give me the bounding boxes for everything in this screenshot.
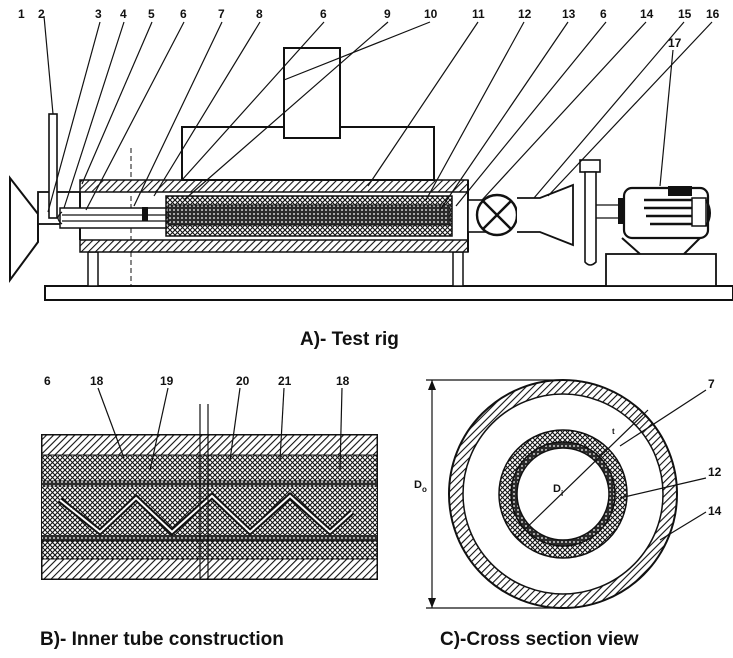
part-number-label: 13 <box>562 7 576 21</box>
detail-top-wall <box>42 481 377 487</box>
part-number-label: 6 <box>320 7 327 21</box>
detail-top-shell <box>41 434 378 456</box>
part-number-label: 9 <box>384 7 391 21</box>
part-number-label: 8 <box>256 7 263 21</box>
motor-coupling <box>618 198 626 224</box>
part-number-label: 6 <box>44 374 51 388</box>
part-number-label: 16 <box>706 7 720 21</box>
part-number-label: 12 <box>518 7 532 21</box>
motor-feet <box>621 237 701 255</box>
detail-top-mesh <box>41 454 378 482</box>
part-number-label: 19 <box>160 374 174 388</box>
part-number-label: 17 <box>668 36 682 50</box>
detail-b-labels: 6 18 19 20 21 18 <box>44 374 350 388</box>
caption-cross-section: C)-Cross section view <box>440 629 639 650</box>
caption-inner-tube: B)- Inner tube construction <box>40 629 284 650</box>
gap-label: t <box>612 427 615 436</box>
part-number-label: 4 <box>120 7 127 21</box>
support-leg-right <box>452 251 464 287</box>
inner-tube-inlet <box>59 207 171 229</box>
chimney <box>283 47 341 139</box>
part-number-label: 3 <box>95 7 102 21</box>
part-number-label: 14 <box>640 7 654 21</box>
part-number-label: 18 <box>336 374 350 388</box>
outer-shell-bottom <box>79 239 469 253</box>
part-number-label: 5 <box>148 7 155 21</box>
diffuser <box>517 183 574 247</box>
inner-tube-detail: 6 18 19 20 21 18 <box>41 374 378 580</box>
detail-bottom-mesh <box>41 540 378 560</box>
inner-diameter-subscript: i <box>561 489 563 498</box>
detail-bottom-shell <box>41 558 378 580</box>
part-number-label: 21 <box>278 374 292 388</box>
part-number-label: 12 <box>708 465 722 479</box>
detail-c-labels: 7 12 14 <box>708 377 722 518</box>
diameter-line <box>515 409 649 539</box>
detail-bottom-wall <box>42 535 377 541</box>
part-number-label: 2 <box>38 7 45 21</box>
part-number-label: 20 <box>236 374 250 388</box>
cross-section: 7 12 14 D o D i t <box>414 377 722 609</box>
inner-tube-core <box>167 204 451 226</box>
part-number-label: 1 <box>18 7 25 21</box>
outer-shell-top <box>79 179 469 193</box>
base-plate <box>44 285 733 301</box>
part-number-label: 10 <box>424 7 438 21</box>
bell-mouth-inlet <box>9 175 39 284</box>
caption-test-rig: A)- Test rig <box>300 329 399 350</box>
outer-diameter-subscript: o <box>422 485 427 494</box>
part-number-label: 11 <box>472 7 485 21</box>
part-number-label: 18 <box>90 374 104 388</box>
part-number-label: 14 <box>708 504 722 518</box>
part-number-label: 15 <box>678 7 692 21</box>
outer-diameter-label: D <box>414 479 422 491</box>
part-number-label: 6 <box>180 7 187 21</box>
part-number-label: 6 <box>600 7 607 21</box>
motor-base <box>605 253 717 287</box>
blower-housing <box>584 171 597 266</box>
support-leg-left <box>87 251 99 287</box>
part-number-label: 7 <box>218 7 225 21</box>
inner-diameter-label: D <box>553 483 561 495</box>
part-number-label: 7 <box>708 377 715 391</box>
blower-outlet <box>579 159 601 173</box>
leader-lines <box>43 15 713 213</box>
